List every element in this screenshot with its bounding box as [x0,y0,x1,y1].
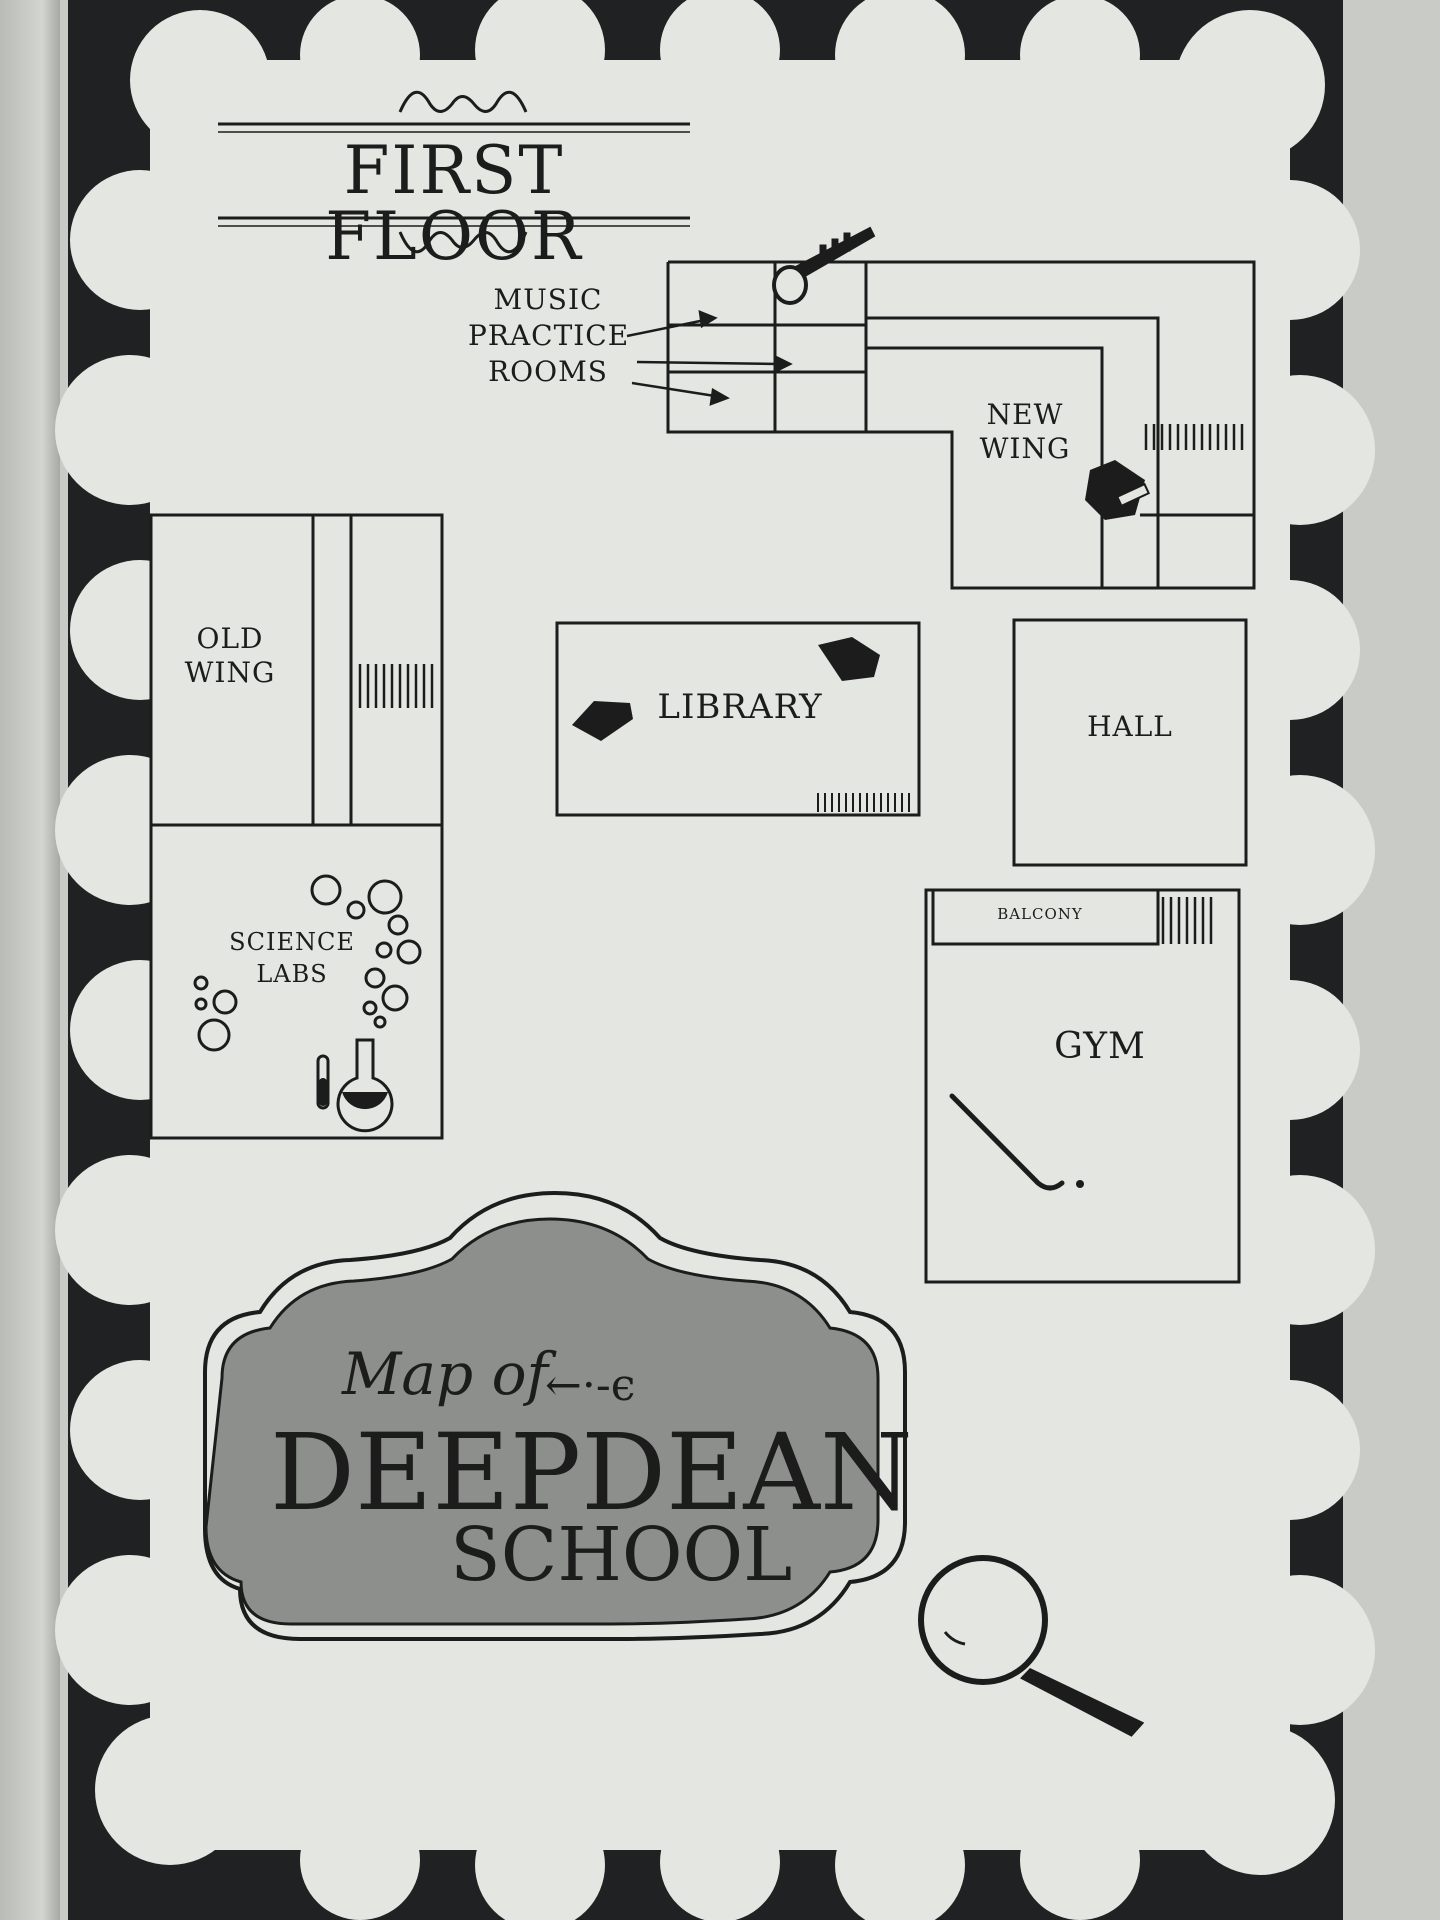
new-wing-label: NEW WING [965,398,1085,466]
trumpet-icon [772,226,876,305]
library-staircase [817,793,910,812]
library-label: LIBRARY [657,687,823,727]
hall-label: HALL [1087,710,1173,743]
science-line1: SCIENCE [229,928,355,956]
music-label-line1: MUSIC [493,283,603,316]
piano-icon [1085,460,1151,520]
gym-label: GYM [1054,1026,1146,1067]
gym-staircase [1161,897,1213,944]
old-wing-outline [149,513,444,1140]
floor-title: FIRST FLOOR [325,132,583,275]
sign-map-of: Map of [342,1340,548,1408]
test-tube-icon [316,1054,330,1110]
science-labs-label: SCIENCE LABS [222,926,362,990]
books-icon [572,637,880,741]
old-wing-staircase [358,664,434,708]
music-arrows [626,310,793,406]
bubbles-icon [193,874,422,1052]
balcony-label: BALCONY [997,905,1083,923]
magnifying-glass-icon [918,1555,1145,1737]
old-wing-line1: OLD [196,622,264,655]
gym-outline [924,888,1241,1284]
hockey-stick-icon [949,1093,1084,1191]
old-wing-label: OLD WING [180,622,280,690]
school-sign [203,1190,907,1641]
sign-flourish: ←·-ϵ [545,1360,636,1411]
science-line2: LABS [256,960,328,988]
sign-line2: SCHOOL [450,1512,793,1598]
new-wing-staircase [1144,424,1244,450]
new-wing-line1: NEW [986,398,1064,431]
hall-outline [1012,618,1248,867]
music-label-line3: ROOMS [488,355,608,388]
old-wing-line2: WING [184,656,276,689]
sign-line1: DEEPDEAN [270,1411,913,1534]
library-outline [555,621,921,817]
music-label-line2: PRACTICE [468,319,630,352]
page-edge [0,0,60,1920]
flask-icon [336,1038,394,1133]
title-ornament [218,90,690,254]
new-wing-line2: WING [979,432,1071,465]
music-practice-label: MUSIC PRACTICE ROOMS [468,282,628,390]
